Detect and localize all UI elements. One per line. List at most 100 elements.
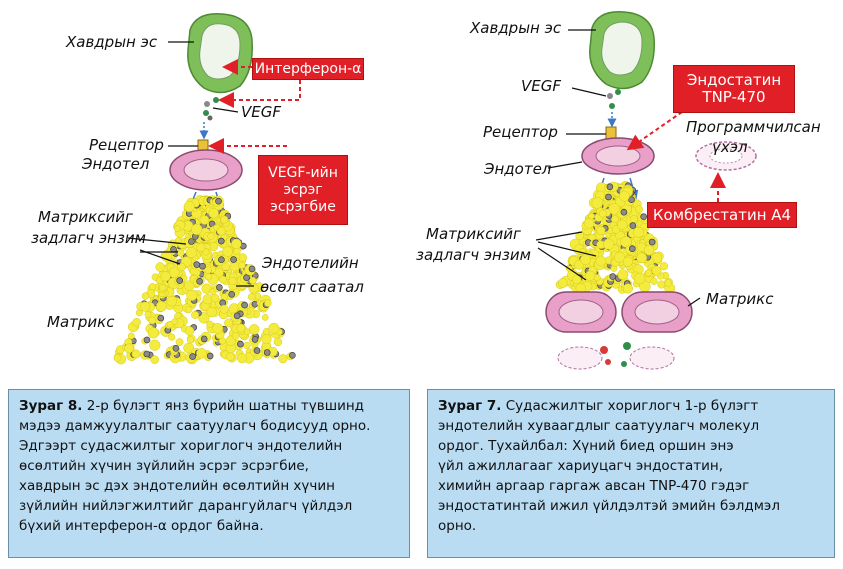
matrix-fiber-dot (583, 218, 595, 229)
matrix-fiber-dot (160, 271, 171, 282)
matrix-fiber-dot (238, 262, 246, 270)
left-interferon-arrow-2 (218, 80, 301, 108)
right-endothelial-cell (581, 137, 655, 175)
caption-left-line-1: мэдээ дамжуулалтыг саатуулагч бодисууд о… (19, 418, 371, 434)
matrix-fiber-dot (148, 316, 157, 325)
matrix-fiber-dot (635, 205, 643, 214)
left-enzyme-label-2: задлагч энзим (31, 229, 146, 247)
enzyme-granule (143, 336, 151, 344)
enzyme-granule (628, 196, 635, 203)
matrix-fiber-dot (177, 249, 185, 257)
matrix-fiber-dot (225, 352, 235, 362)
enzyme-granule (241, 301, 248, 309)
right-programmed-label-2: үхэл (712, 138, 748, 156)
left-antibody-box: VEGF-ийн эсрэг эсрэгбие (258, 155, 348, 225)
matrix-fiber-dot (196, 348, 207, 359)
right-vegf-pointer (571, 87, 607, 97)
matrix-fiber-dot (168, 333, 176, 341)
matrix-fiber-dot (177, 262, 186, 272)
matrix-fiber-dot (219, 275, 227, 284)
matrix-fiber-dot (278, 354, 288, 364)
matrix-fiber-dot (166, 295, 178, 307)
enzyme-granule (243, 274, 250, 282)
right-figure (535, 11, 757, 370)
enzyme-granule (206, 352, 214, 360)
matrix-fiber-dot (174, 225, 181, 232)
matrix-fiber-dot (268, 322, 280, 334)
matrix-fiber-dot (238, 253, 247, 262)
left-vegf-pointer (212, 107, 239, 113)
matrix-fiber-dot (210, 293, 220, 303)
right-apoptotic-cell (695, 141, 757, 171)
matrix-fiber-dot (141, 292, 150, 300)
right-endostatin-box: Эндостатин TNP-470 (673, 65, 795, 113)
right-endostatin-line-2: TNP-470 (702, 88, 766, 106)
matrix-fiber-dot (596, 226, 606, 235)
caption-left-title: Зураг 8. (19, 398, 83, 414)
enzyme-granule (251, 336, 259, 343)
matrix-fiber-dot (636, 252, 647, 264)
matrix-fiber-dot (196, 242, 206, 253)
caption-left-text-0: 2-р бүлэгт янз бүрийн шатны түвшинд (86, 398, 365, 414)
matrix-fiber-dot (622, 256, 633, 267)
left-vegf-dots (203, 97, 219, 121)
matrix-fiber-dot (149, 339, 161, 351)
matrix-fiber-dot (598, 209, 607, 218)
matrix-fiber-dot (144, 311, 152, 318)
enzyme-granule (648, 238, 656, 246)
matrix-fiber-dot (243, 341, 251, 350)
enzyme-granule (289, 351, 296, 359)
caption-right-line-2: ордог. Тухайлбал: Хүний биед оршин энэ (438, 438, 734, 454)
matrix-fiber-dot (659, 262, 669, 271)
matrix-fiber-dot (264, 299, 272, 307)
matrix-fiber-dot (608, 203, 620, 215)
matrix-fiber-dot (186, 336, 195, 344)
caption-right-line-5: эндостатинтай ижил үйлдэлтэй эмийн бэлдм… (438, 498, 780, 514)
caption-right-line-1: эндотелийн хуваагдлыг саатуулагч молекул (438, 418, 760, 434)
matrix-fiber-dot (247, 293, 256, 301)
matrix-fiber-dot (595, 255, 607, 267)
enzyme-granule (237, 340, 244, 348)
enzyme-granule (176, 277, 183, 284)
matrix-fiber-dot (572, 274, 582, 285)
matrix-fiber-dot (207, 232, 215, 240)
enzyme-granule (200, 335, 208, 343)
right-enzyme-pointer-2 (537, 241, 597, 257)
matrix-fiber-dot (186, 289, 198, 301)
right-matrix-network (555, 181, 676, 294)
matrix-fiber-dot (622, 283, 633, 294)
caption-left: Зураг 8. 2-р бүлэгт янз бүрийн шатны түв… (8, 389, 410, 558)
left-enzyme-pointer-1 (127, 237, 187, 245)
caption-left-line-0: Зураг 8. 2-р бүлэгт янз бүрийн шатны түв… (19, 396, 399, 416)
matrix-fiber-dot (644, 269, 653, 277)
matrix-fiber-dot (202, 248, 210, 256)
enzyme-granule (230, 256, 237, 263)
matrix-fiber-dot (629, 215, 638, 224)
caption-left-line-3: өсөлтийн хүчин зүйлийн эсрэг эсрэгбие, (19, 458, 309, 474)
enzyme-granule (605, 193, 612, 201)
caption-right-text-0: Судасжилтыг хориглогч 1-р бүлэгт (505, 398, 759, 414)
matrix-fiber-dot (617, 219, 628, 230)
right-endothelium-pointer (547, 161, 583, 169)
caption-left-line-2: Эдгээрт судасжилтыг хориглогч эндотелийн (19, 438, 343, 454)
enzyme-granule (263, 349, 271, 356)
left-matrix-network (113, 195, 296, 365)
matrix-fiber-dot (132, 317, 141, 327)
matrix-fiber-dot (222, 246, 233, 257)
enzyme-granule (228, 290, 235, 298)
left-sprout-label-2: өсөлт саатал (260, 278, 364, 296)
matrix-fiber-dot (611, 215, 619, 224)
matrix-fiber-dot (208, 208, 219, 219)
caption-right: Зураг 7. Судасжилтыг хориглогч 1-р бүлэг… (427, 389, 835, 558)
matrix-fiber-dot (127, 332, 135, 340)
right-enzyme-label-1: Матриксийг (426, 225, 521, 243)
right-enzyme-pointer-1 (535, 231, 583, 241)
enzyme-granule (609, 273, 617, 280)
matrix-fiber-dot (591, 197, 604, 209)
left-interferon-box: Интерферон-α (252, 58, 364, 80)
matrix-fiber-dot (171, 318, 178, 325)
matrix-fiber-dot (231, 238, 242, 249)
matrix-fiber-dot (219, 304, 229, 314)
right-enzyme-pointer-3 (537, 247, 587, 281)
